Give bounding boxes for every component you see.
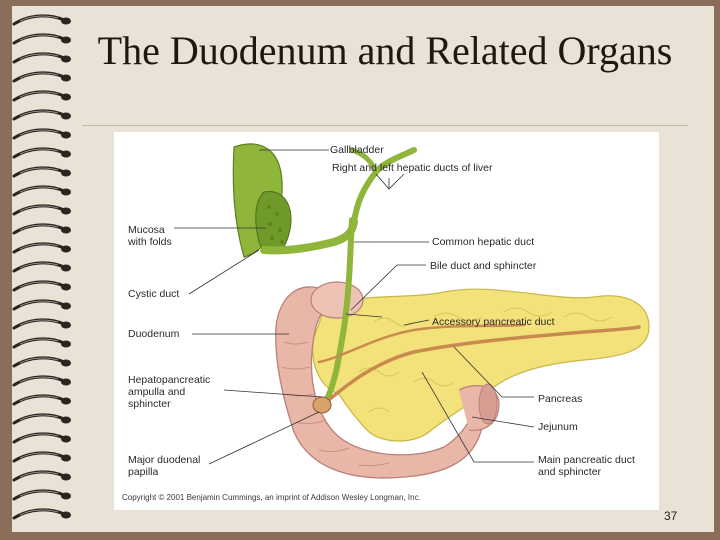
- binding-hole: [61, 245, 71, 253]
- label-hepatopancreatic: Hepatopancreatic ampulla and sphincter: [128, 374, 211, 410]
- binding-hole: [61, 473, 71, 481]
- label-major-papilla: Major duodenal papilla: [128, 454, 201, 478]
- title-divider: [82, 125, 688, 126]
- label-pancreas: Pancreas: [538, 393, 583, 405]
- pancreas-shape: [312, 288, 650, 442]
- binding-hole: [61, 397, 71, 405]
- binding-hole: [61, 150, 71, 158]
- binding-hole: [61, 74, 71, 82]
- label-bile-duct: Bile duct and sphincter: [430, 260, 537, 272]
- binding-hole: [61, 169, 71, 177]
- ampulla-shape: [312, 396, 332, 414]
- label-hepatic-ducts: Right and left hepatic ducts of liver: [332, 162, 493, 174]
- label-duodenum: Duodenum: [128, 328, 180, 340]
- binding-hole: [61, 283, 71, 291]
- binding-hole: [61, 511, 71, 519]
- label-accessory-pancreatic-duct: Accessory pancreatic duct: [432, 316, 555, 328]
- binding-hole: [61, 416, 71, 424]
- copyright-notice: Copyright © 2001 Benjamin Cummings, an i…: [122, 493, 421, 502]
- label-gallbladder: Gallbladder: [330, 144, 384, 156]
- binding-hole: [61, 435, 71, 443]
- label-cystic-duct: Cystic duct: [128, 288, 180, 300]
- anatomy-figure: Gallbladder Right and left hepatic ducts…: [114, 132, 659, 510]
- binding-hole: [61, 17, 71, 25]
- accessory-duct-shape: [317, 323, 526, 364]
- binding-hole: [61, 131, 71, 139]
- binding-hole: [61, 93, 71, 101]
- binding-hole: [61, 226, 71, 234]
- binding-hole: [61, 207, 71, 215]
- binding-hole: [61, 454, 71, 462]
- binding-hole: [61, 321, 71, 329]
- binding-hole: [61, 378, 71, 386]
- spiral-binding-icon: [12, 14, 71, 520]
- label-jejunum: Jejunum: [538, 421, 578, 433]
- binding-hole: [61, 112, 71, 120]
- bile-duct-shape: [321, 217, 355, 407]
- binding-hole: [61, 492, 71, 500]
- binding-hole: [61, 359, 71, 367]
- binding-hole: [61, 302, 71, 310]
- label-mucosa: Mucosa with folds: [128, 224, 172, 248]
- binding-hole: [61, 188, 71, 196]
- page-title: The Duodenum and Related Organs: [97, 28, 673, 73]
- binding-hole: [61, 55, 71, 63]
- page-number: 37: [664, 509, 678, 523]
- binding-hole: [61, 264, 71, 272]
- label-common-hepatic-duct: Common hepatic duct: [432, 236, 535, 248]
- gallbladder-mucosa: [255, 191, 292, 254]
- leader-lines: [174, 149, 535, 465]
- binding-hole: [61, 36, 71, 44]
- anatomy-illustration: [174, 143, 650, 479]
- label-main-pancreatic-duct: Main pancreatic duct and sphincter: [538, 454, 635, 478]
- binding-hole: [61, 340, 71, 348]
- main-pancreatic-duct-shape: [322, 325, 641, 406]
